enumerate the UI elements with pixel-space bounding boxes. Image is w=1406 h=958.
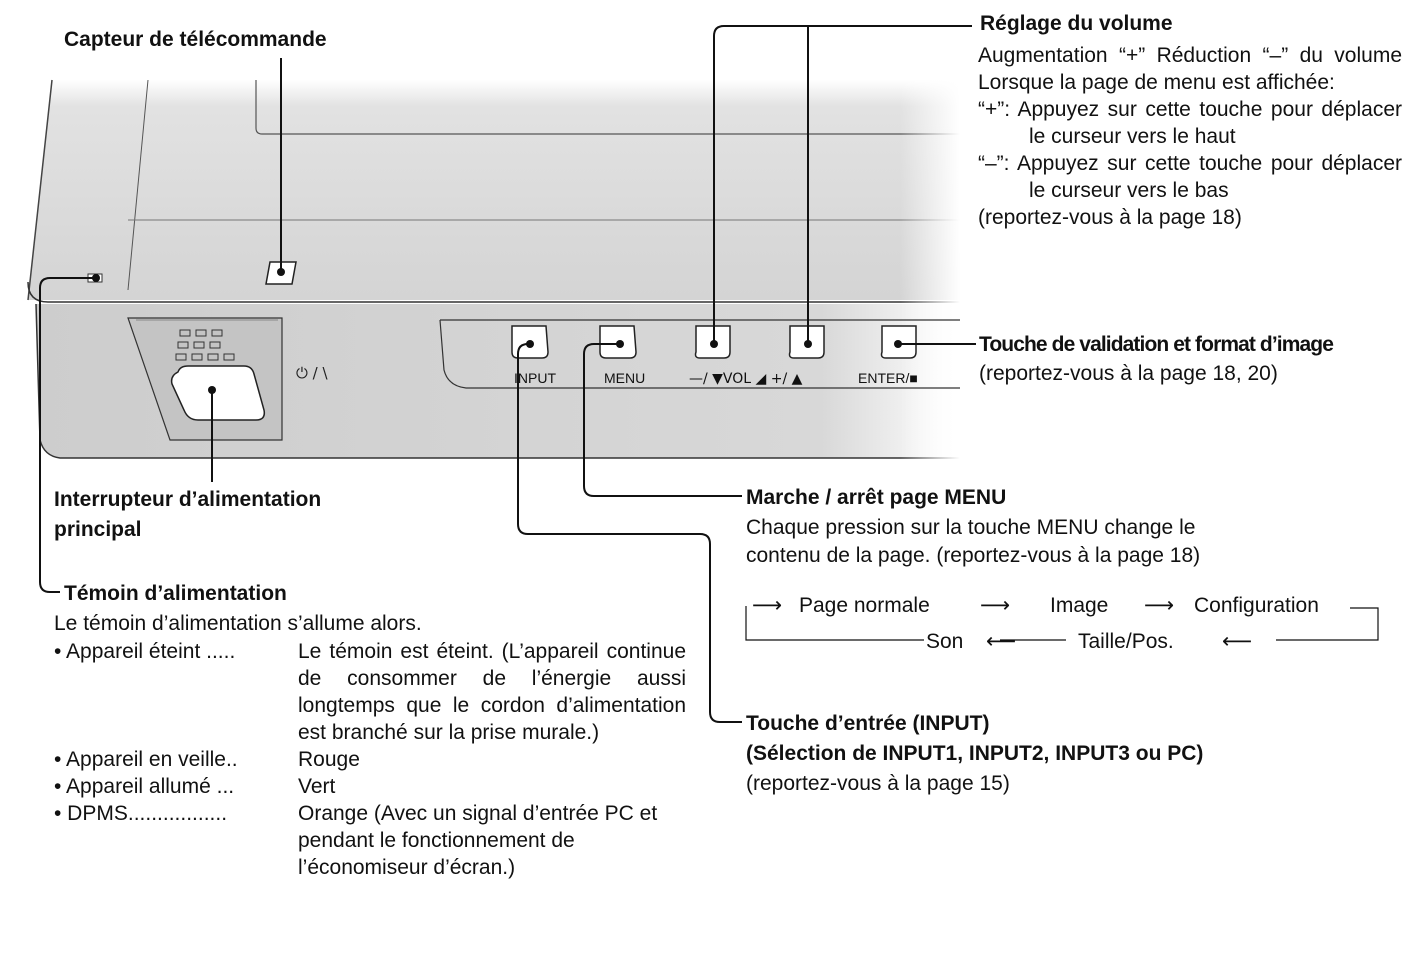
cycle-image: Image xyxy=(1050,594,1109,617)
power-state-key: • Appareil éteint xyxy=(54,640,201,663)
cycle-taille-pos: Taille/Pos. xyxy=(1078,630,1174,653)
cycle-arrow-4: ⟵ xyxy=(986,630,1017,653)
leader-input xyxy=(517,343,742,723)
power-state-dots: .. xyxy=(225,748,238,771)
power-state-list: • Appareil éteint ..... Le témoin est ét… xyxy=(54,638,686,881)
volume-minus-key: “–”: xyxy=(978,152,1010,175)
power-state-key: • DPMS xyxy=(54,802,128,825)
main-power-label-line1: Interrupteur d’alimentation xyxy=(54,488,322,511)
power-state-value: Le témoin est éteint. (L’appareil contin… xyxy=(298,640,686,744)
cycle-arrow-2: ⟶ xyxy=(980,594,1011,617)
power-state-value: Orange (Avec un signal d’entrée PC et pe… xyxy=(298,802,658,879)
cycle-son: Son xyxy=(926,630,964,653)
menu-desc-line1: Chaque pression sur la touche MENU chang… xyxy=(746,516,1196,539)
power-state-dots: ................. xyxy=(127,802,228,825)
volume-minus-line: “–”: Appuyez sur cette touche pour dépla… xyxy=(978,150,1402,204)
leader-volume xyxy=(713,25,972,344)
power-state-dpms: • DPMS................. Orange (Avec un … xyxy=(54,800,686,881)
vol-button-label: —/ ▼VOL ◢ +/ ▲ xyxy=(689,371,803,387)
power-led-intro: Le témoin d’alimentation s’allume alors. xyxy=(54,612,422,635)
volume-ref: (reportez-vous à la page 18) xyxy=(978,206,1242,229)
power-state-standby: • Appareil en veille.. Rouge xyxy=(54,746,686,773)
volume-description-block: Augmentation “+” Réduction “–” du volume… xyxy=(978,42,1402,231)
input-button-label: INPUT xyxy=(514,370,556,386)
leader-power-led xyxy=(39,277,96,593)
cycle-arrow-1: ⟶ xyxy=(752,594,783,617)
power-led-title: Témoin d’alimentation xyxy=(64,582,287,605)
enter-button-label: ENTER/■ xyxy=(858,370,918,386)
volume-plus-key: “+”: xyxy=(978,98,1011,121)
volume-plus-desc: Appuyez sur cette touche pour déplacer l… xyxy=(1017,98,1402,148)
volume-plus-line: “+”: Appuyez sur cette touche pour dépla… xyxy=(978,96,1402,150)
main-power-button[interactable] xyxy=(170,365,266,421)
main-power-label-line2: principal xyxy=(54,518,142,541)
menu-button-label: MENU xyxy=(604,370,645,386)
volume-minus-desc: Appuyez sur cette touche pour déplacer l… xyxy=(1016,152,1403,202)
power-state-on: • Appareil allumé ... Vert xyxy=(54,773,686,800)
menu-cycle-return-line xyxy=(1276,607,1379,641)
power-state-value: Vert xyxy=(298,775,336,798)
power-state-off: • Appareil éteint ..... Le témoin est ét… xyxy=(54,638,686,746)
power-state-dots: ... xyxy=(210,775,235,798)
power-state-dots: ..... xyxy=(200,640,236,663)
volume-description: Augmentation “+” Réduction “–” du volume… xyxy=(978,44,1402,94)
cycle-page-normale: Page normale xyxy=(799,594,930,617)
vent-grid xyxy=(175,329,235,361)
menu-title: Marche / arrêt page MENU xyxy=(746,486,1007,509)
power-state-key: • Appareil en veille xyxy=(54,748,226,771)
power-state-value: Rouge xyxy=(298,748,360,771)
input-ref: (reportez-vous à la page 15) xyxy=(746,772,1010,795)
panel-top xyxy=(28,80,960,300)
cycle-arrow-5: ⟵ xyxy=(1222,630,1253,653)
input-title-line2: (Sélection de INPUT1, INPUT2, INPUT3 ou … xyxy=(746,742,1204,765)
input-title-line1: Touche d’entrée (INPUT) xyxy=(746,712,990,735)
menu-cycle-left-line xyxy=(745,606,924,641)
enter-title: Touche de validation et format d’image xyxy=(979,333,1334,356)
leader-menu xyxy=(583,343,742,497)
power-state-key: • Appareil allumé xyxy=(54,775,211,798)
cycle-arrow-3: ⟶ xyxy=(1144,594,1175,617)
menu-desc-line2: contenu de la page. (reportez-vous à la … xyxy=(746,544,1201,567)
power-symbol-label: ⏻ / \ xyxy=(296,364,328,382)
volume-title: Réglage du volume xyxy=(980,12,1173,35)
enter-ref: (reportez-vous à la page 18, 20) xyxy=(979,362,1278,385)
remote-sensor-label: Capteur de télécommande xyxy=(64,28,327,51)
cycle-configuration: Configuration xyxy=(1194,594,1319,617)
